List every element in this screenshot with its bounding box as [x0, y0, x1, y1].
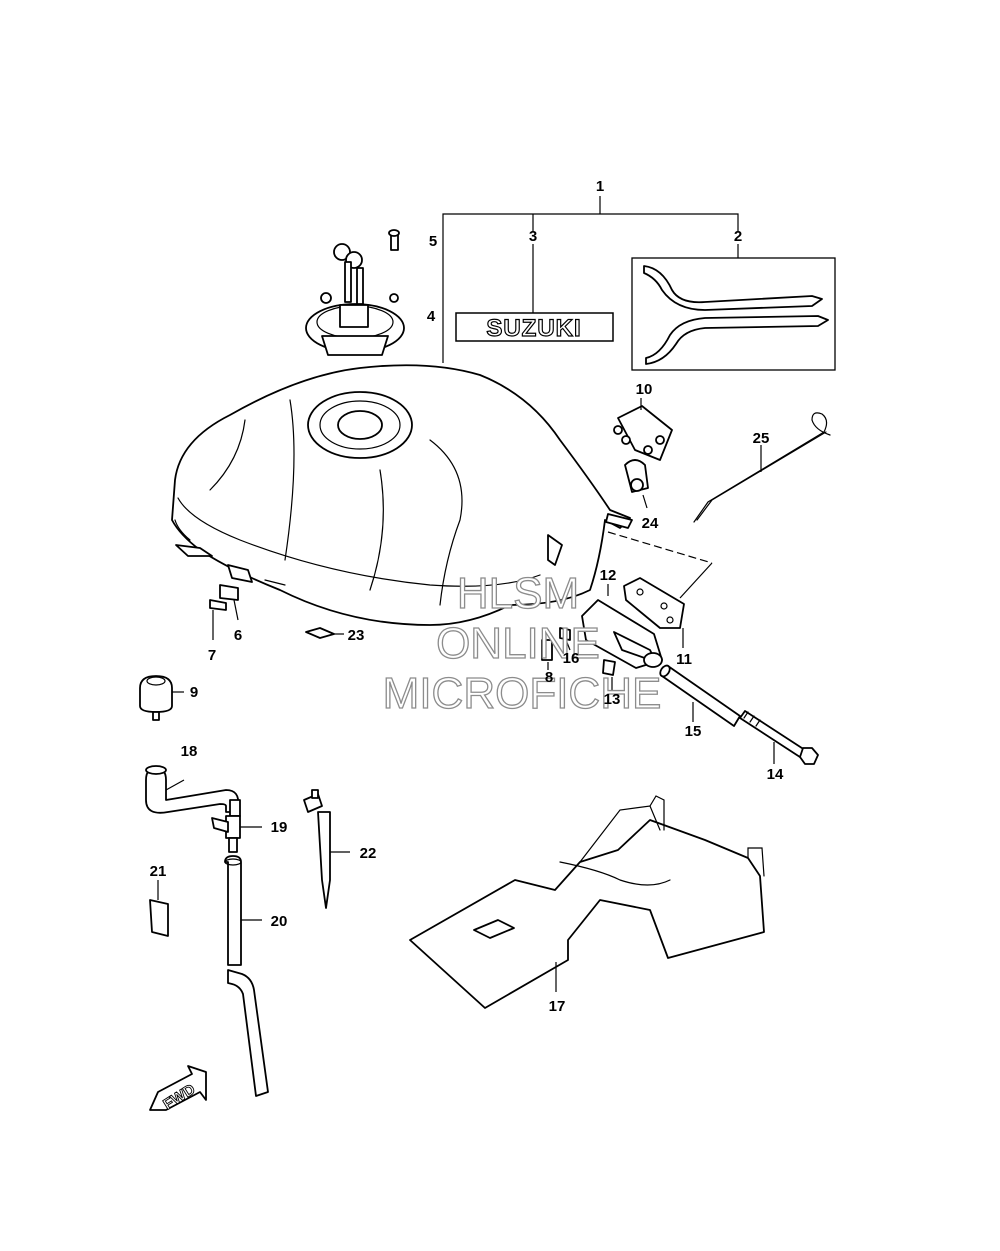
caution-label-part [149, 880, 169, 937]
callout-14: 14 [767, 766, 784, 783]
fuel-cap-part [305, 229, 405, 356]
callout-25: 25 [753, 430, 770, 447]
callout-4: 4 [427, 308, 436, 325]
mount-cushion-part [209, 564, 253, 640]
callout-13: 13 [604, 691, 621, 708]
damper-part [139, 675, 184, 721]
callout-12: 12 [600, 567, 617, 584]
callout-21: 21 [150, 863, 167, 880]
callout-11: 11 [676, 651, 692, 668]
callout-10: 10 [636, 381, 653, 398]
callout-23: 23 [348, 627, 365, 644]
cable-tie-part [303, 789, 350, 909]
emblem-text: SUZUKI [486, 315, 581, 342]
callout-2: 2 [734, 228, 742, 245]
callout-numbers: 1 2 3 4 5 6 7 8 9 10 11 12 13 14 15 16 1… [150, 178, 784, 1015]
tank-leader-lines [607, 531, 713, 599]
watermark-line-3: MICROFICHE [383, 669, 662, 718]
stripe-decal-part [631, 244, 836, 371]
callout-8: 8 [545, 669, 553, 686]
collar-part [659, 664, 741, 727]
callout-1: 1 [596, 178, 604, 195]
watermark-line-1: HLSM [457, 569, 579, 618]
forward-direction-arrow: FWD [149, 1065, 207, 1114]
callout-5: 5 [429, 233, 437, 250]
callout-3: 3 [529, 228, 537, 245]
callout-19: 19 [271, 819, 288, 836]
callout-24: 24 [642, 515, 659, 532]
suzuki-emblem-part: SUZUKI [455, 244, 614, 343]
callout-18: 18 [181, 743, 198, 760]
drain-hose-part [224, 855, 269, 1097]
watermark-line-2: ONLINE [436, 619, 600, 668]
callout-20: 20 [271, 913, 288, 930]
callout-15: 15 [685, 723, 702, 740]
hose-elbow-part [145, 765, 240, 814]
bolt-part [739, 710, 819, 765]
callout-6: 6 [234, 627, 242, 644]
callout-22: 22 [360, 845, 377, 862]
rear-bracket-part [541, 577, 685, 690]
fuel-tank-body [171, 364, 633, 626]
small-label-part [305, 627, 344, 639]
callout-16: 16 [563, 650, 580, 667]
callout-7: 7 [208, 647, 216, 664]
callout-9: 9 [190, 684, 198, 701]
assembly-bracket [442, 196, 739, 363]
watermark: HLSM ONLINE MICROFICHE [382, 568, 662, 718]
heat-shield-part [409, 795, 765, 1009]
wire-hook-part [693, 412, 831, 523]
upper-bracket-part [613, 398, 673, 509]
t-joint-part [211, 799, 262, 853]
callout-17: 17 [549, 998, 566, 1015]
